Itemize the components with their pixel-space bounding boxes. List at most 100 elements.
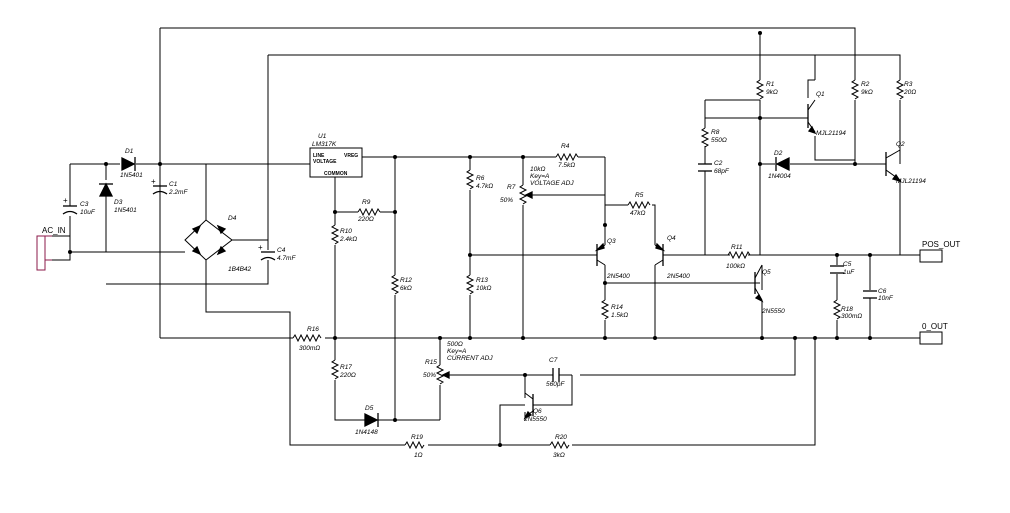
zero-out-connector: 0_OUT: [919, 322, 948, 345]
r3-ref: R3: [904, 81, 913, 88]
resistor-r6: R6 4.7kΩ: [465, 169, 493, 190]
c5-ref: C5: [843, 261, 852, 268]
r15-label: CURRENT ADJ: [447, 355, 493, 362]
r3-value: 20Ω: [903, 89, 916, 96]
q4-value: 2N5400: [666, 273, 690, 280]
transistor-q4: Q4 2N5400: [654, 235, 705, 280]
d1-ref: D1: [125, 148, 134, 155]
q5-ref: Q5: [762, 269, 771, 276]
q1-value: MJL21194: [816, 130, 846, 137]
resistor-r9: R9 220Ω: [357, 199, 381, 223]
resistor-r5: R5 47kΩ: [627, 192, 651, 217]
resistor-r12: R12 6kΩ: [390, 274, 412, 295]
capacitor-c1: + C1 2.2mF: [151, 177, 188, 196]
c1-value: 2.2mF: [168, 189, 188, 196]
resistor-r19: R19 1Ω: [404, 434, 425, 459]
resistor-r16: R16 300mΩ: [292, 326, 322, 352]
r4-value: 7.5kΩ: [558, 162, 575, 169]
r20-ref: R20: [555, 434, 567, 441]
q1-ref: Q1: [816, 91, 825, 98]
r11-value: 100kΩ: [726, 263, 745, 270]
resistor-r13: R13 10kΩ: [465, 274, 491, 295]
transistor-q6: Q6 2N5550: [523, 392, 548, 423]
r11-ref: R11: [731, 244, 743, 251]
r9-value: 220Ω: [357, 216, 374, 223]
resistor-r10: R10 2.4kΩ: [330, 224, 357, 245]
c7-value: 560pF: [546, 381, 565, 388]
d3-value: 1N5401: [114, 207, 137, 214]
r15-ref: R15: [425, 359, 437, 366]
r19-ref: R19: [411, 434, 423, 441]
d2-ref: D2: [774, 150, 783, 157]
r5-value: 47kΩ: [630, 210, 645, 217]
c2-value: 68pF: [714, 168, 730, 175]
q2-ref: Q2: [896, 141, 905, 148]
r15-pct: 50%: [423, 372, 436, 379]
diode-d3: D3 1N5401: [98, 182, 137, 214]
r7-value: 10kΩ: [530, 166, 545, 173]
r18-ref: R18: [841, 306, 853, 313]
diode-d1: D1 1N5401: [120, 148, 143, 179]
transistor-q2: Q2 MJL21194: [885, 141, 926, 185]
r7-pct: 50%: [500, 197, 513, 204]
q2-value: MJL21194: [896, 178, 926, 185]
diode-d2: D2 1N4004: [768, 150, 791, 180]
c3-ref: C3: [80, 201, 89, 208]
resistor-r3: R3 20Ω: [895, 79, 916, 100]
bridge-rectifier-d4: D4 1B4B42: [184, 215, 252, 273]
u1-pin-voltage: VOLTAGE: [313, 159, 337, 165]
c4-value: 4.7mF: [277, 255, 296, 262]
r2-ref: R2: [861, 81, 870, 88]
r5-ref: R5: [635, 192, 644, 199]
wires: [45, 27, 920, 446]
r15-value: 500Ω: [447, 341, 463, 348]
resistor-r2: R2 9kΩ: [850, 79, 873, 100]
r2-value: 9kΩ: [861, 89, 873, 96]
junctions: [68, 31, 872, 447]
q4-ref: Q4: [667, 235, 676, 242]
q3-value: 2N5400: [606, 273, 630, 280]
capacitor-c6: C6 10nF: [863, 288, 894, 302]
u1-pin-line: LINE: [313, 153, 325, 159]
r7-ref: R7: [507, 184, 516, 191]
d4-ref: D4: [228, 215, 237, 222]
r17-value: 220Ω: [339, 372, 356, 379]
r19-value: 1Ω: [414, 452, 423, 459]
r14-ref: R14: [611, 304, 623, 311]
r8-ref: R8: [711, 129, 720, 136]
u1-pin-vreg: VREG: [344, 153, 358, 159]
d4-value: 1B4B42: [228, 266, 252, 273]
transistor-q3: Q3 2N5400: [590, 238, 630, 280]
capacitor-c2: C2 68pF: [698, 160, 730, 182]
c5-value: 1uF: [843, 269, 855, 276]
capacitor-c5: C5 1uF: [830, 261, 855, 276]
r18-value: 300mΩ: [841, 313, 862, 320]
r8-value: 550Ω: [711, 137, 727, 144]
c1-plus: +: [151, 177, 156, 186]
r20-value: 3kΩ: [553, 452, 565, 459]
r13-value: 10kΩ: [476, 285, 491, 292]
c6-ref: C6: [878, 288, 887, 295]
r15-key: Key=A: [447, 348, 466, 355]
r6-ref: R6: [476, 175, 485, 182]
r17-ref: R17: [340, 364, 352, 371]
q6-ref: Q6: [533, 408, 542, 415]
r7-label: VOLTAGE ADJ: [530, 180, 574, 187]
d1-value: 1N5401: [120, 172, 143, 179]
r7-key: Key=A: [530, 173, 549, 180]
capacitor-c7: C7 560pF: [540, 357, 572, 388]
resistor-r1: R1 9kΩ: [755, 79, 778, 100]
ac-in-connector: AC_IN: [36, 226, 66, 271]
r4-ref: R4: [561, 143, 570, 150]
u1-pin-common: COMMON: [324, 171, 348, 177]
d2-value: 1N4004: [768, 173, 791, 180]
resistor-r4: R4 7.5kΩ: [555, 143, 579, 169]
r16-value: 300mΩ: [299, 345, 320, 352]
d3-ref: D3: [114, 199, 123, 206]
r13-ref: R13: [476, 277, 488, 284]
c4-ref: C4: [277, 247, 286, 254]
potentiometer-r7: 10kΩ Key=A VOLTAGE ADJ R7 50%: [500, 166, 574, 205]
c7-ref: C7: [549, 357, 558, 364]
u1-ref: U1: [318, 133, 327, 140]
